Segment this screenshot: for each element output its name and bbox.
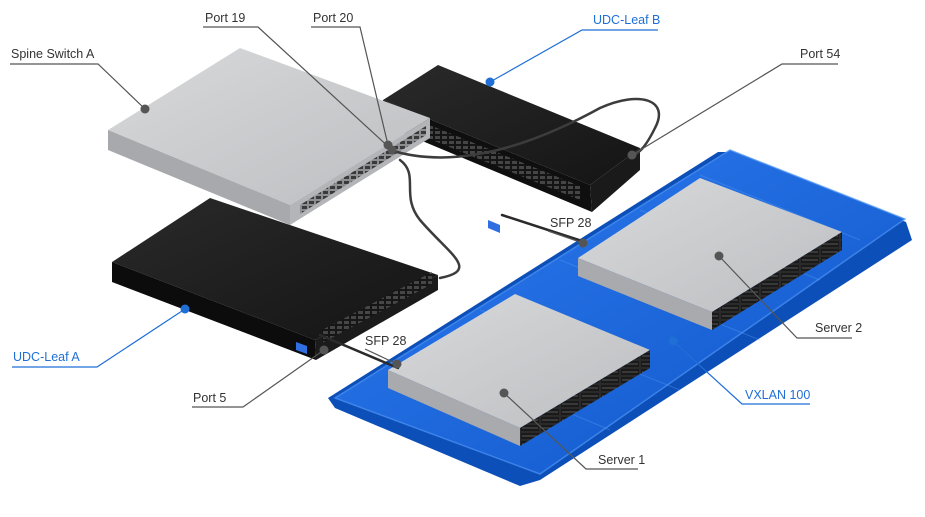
label-spine-switch-a: Spine Switch A — [11, 47, 95, 61]
callout-server2-line — [718, 255, 852, 339]
label-port19: Port 19 — [205, 11, 246, 25]
callout-port54-line — [631, 63, 838, 156]
vxlan100-dot — [668, 336, 678, 346]
udc-leaf-b-dot — [485, 77, 495, 87]
server-2 — [578, 178, 842, 330]
udc-leaf-a-switch — [112, 198, 438, 360]
udc-leaf-b-switch — [383, 65, 640, 233]
label-server2: Server 2 — [815, 321, 863, 335]
callout-udc-leaf-a-line — [12, 308, 186, 368]
port5-dot — [319, 345, 329, 355]
sfp28-top-dot — [578, 238, 588, 248]
server1-dot — [499, 388, 509, 398]
label-sfp28-bottom: SFP 28 — [365, 334, 407, 348]
callout-spine-switch-a-line — [10, 63, 146, 110]
server2-dot — [714, 251, 724, 261]
callout-server1-line — [503, 392, 638, 470]
udc-leaf-a-dot — [180, 304, 190, 314]
callout-port20-line — [311, 26, 389, 146]
callout-sfp28-top-line — [547, 230, 584, 244]
callout-sfp28-bottom-line — [364, 348, 398, 365]
label-server1: Server 1 — [598, 453, 646, 467]
cables — [318, 97, 661, 370]
server-1 — [388, 294, 650, 446]
callout-dots — [140, 77, 724, 398]
callout-vxlan100-line — [672, 340, 810, 405]
vxlan-platform — [328, 149, 912, 486]
label-vxlan100: VXLAN 100 — [745, 388, 811, 402]
callout-port19-line — [203, 26, 393, 151]
label-port5: Port 5 — [193, 391, 227, 405]
label-port20: Port 20 — [313, 11, 354, 25]
label-udc-leaf-a: UDC-Leaf A — [13, 350, 80, 364]
spine-switch-a — [108, 48, 430, 225]
label-sfp28-top: SFP 28 — [550, 216, 592, 230]
label-udc-leaf-b: UDC-Leaf B — [593, 13, 661, 27]
port54-dot — [627, 150, 637, 160]
sfp28-bottom-dot — [392, 359, 402, 369]
label-port54: Port 54 — [800, 47, 841, 61]
spine-switch-a-dot — [140, 104, 150, 114]
callout-udc-leaf-b-line — [489, 29, 658, 83]
callout-lines — [10, 26, 852, 470]
port20-dot — [383, 140, 393, 150]
callout-port5-line — [192, 349, 325, 408]
